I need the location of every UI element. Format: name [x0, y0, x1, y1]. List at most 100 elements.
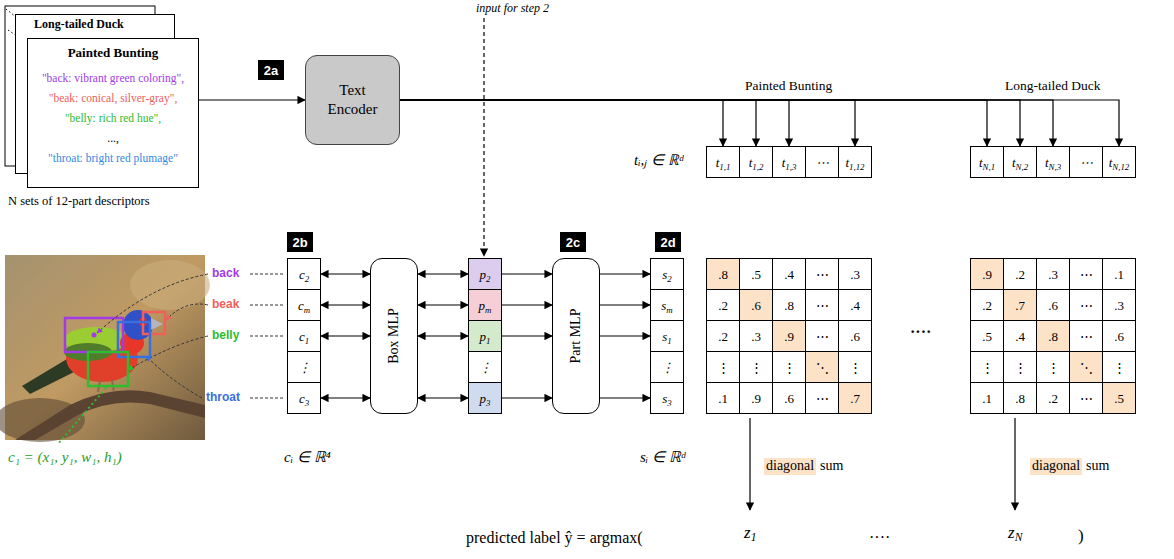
- matrix-cell: ⋮: [772, 351, 806, 383]
- matrix-cell: ⋯: [1069, 258, 1103, 290]
- encoder-box: Text Encoder: [305, 55, 400, 145]
- text-vector-cell: ⋯: [1069, 146, 1103, 178]
- part-query-cell-text: p3: [480, 392, 491, 405]
- symbol-subscript: 3: [667, 397, 671, 407]
- matrix-cell: .4: [1003, 320, 1037, 352]
- matrix-cell-text: .6: [1114, 330, 1124, 343]
- matrix-cell-text: .7: [850, 392, 860, 405]
- symbol-subscript: 3: [305, 397, 309, 407]
- part-name: throat: [206, 390, 240, 404]
- symbol-base: s: [662, 267, 667, 282]
- score-symbol: zN: [1008, 523, 1022, 543]
- matrix-cell: ⋱: [1069, 351, 1103, 383]
- matrix-cell-text: .2: [718, 299, 728, 312]
- formula-text: predicted label ŷ = argmax(: [466, 528, 643, 547]
- matrix-cell: .3: [1102, 289, 1136, 321]
- card-title: Painted Bunting: [31, 45, 195, 61]
- connector-arrow: [400, 100, 1119, 146]
- matrix-cell: ⋮: [706, 351, 740, 383]
- part-query-cell: p2: [468, 258, 502, 290]
- symbol-base: c: [299, 391, 305, 406]
- formula-text: ): [1078, 526, 1084, 546]
- text-vector-cell: t1,3: [772, 146, 806, 178]
- symbol-subscript: N: [1015, 531, 1023, 544]
- matrix-cell-text: .4: [1015, 330, 1025, 343]
- symbol-base: z: [1008, 523, 1015, 542]
- matrix-cell: .1: [706, 382, 740, 414]
- matrix-cell-text: ⋯: [816, 268, 829, 281]
- box-vector-cell: cm: [287, 289, 321, 321]
- symbol-base: t: [749, 155, 753, 170]
- symbol-base: t: [716, 155, 720, 170]
- step-badge: 2c: [560, 232, 586, 252]
- symbol-subscript: m: [304, 304, 310, 314]
- descriptor-text: "beak: conical, silver-gray",: [31, 88, 195, 108]
- symbol-base: c: [299, 329, 305, 344]
- text-vector-cell-text: t1,1: [716, 156, 731, 169]
- symbol-base: t: [1012, 155, 1016, 170]
- text-vector-cell: t1,12: [838, 146, 872, 178]
- symbol-base: t: [979, 155, 983, 170]
- matrix-cell: .6: [1036, 289, 1070, 321]
- matrix-cell-text: ⋮: [1113, 361, 1126, 374]
- matrix-cell: .3: [739, 320, 773, 352]
- part-query-cell-text: p2: [480, 268, 491, 281]
- connector-arrow: [418, 304, 468, 305]
- symbol-subscript: 2: [305, 273, 309, 283]
- c1-leader: [58, 388, 106, 444]
- matrix-cell-text: ⋮: [717, 361, 730, 374]
- descriptor-text: "belly: rich red hue",: [31, 108, 195, 128]
- connector-arrow: [321, 304, 370, 305]
- connector-arrow: [321, 273, 370, 274]
- box-vector-cell-text: ⋮: [298, 361, 311, 374]
- class-name: Long-tailed Duck: [1005, 78, 1101, 94]
- operation-label: diagonal: [1030, 458, 1082, 475]
- operation-label: sum: [1086, 458, 1109, 475]
- step-badge: 2d: [655, 232, 681, 252]
- step-badge-text: 2d: [660, 235, 675, 250]
- leader-line: [128, 336, 208, 370]
- matrix-cell-text: ⋮: [981, 361, 994, 374]
- descriptor-text: "throat: bright red plumage": [31, 148, 195, 168]
- connector-arrow: [502, 304, 552, 305]
- branch: [15, 390, 205, 440]
- leader-line: [166, 304, 208, 320]
- matrix-cell: .8: [706, 258, 740, 290]
- part-query-cell-text: ⋮: [479, 361, 492, 374]
- connector-arrow: [600, 397, 650, 398]
- matrix-cell: ⋯: [805, 382, 839, 414]
- text-vector-cell-text: ⋯: [816, 156, 829, 169]
- matrix-cell-text: .5: [1114, 392, 1124, 405]
- connector-arrow: [400, 100, 1053, 146]
- connector-arrow: [600, 273, 650, 274]
- step-badge-text: 2a: [264, 63, 278, 78]
- text-vector-cell: tN,3: [1036, 146, 1070, 178]
- part-query-cell: p1: [468, 320, 502, 352]
- symbol-subscript: N,3: [1049, 161, 1062, 171]
- matrix-cell-text: .3: [850, 268, 860, 281]
- matrix-cell: .6: [838, 320, 872, 352]
- matrix-cell-text: ⋮: [1047, 361, 1060, 374]
- input-note: input for step 2: [476, 1, 549, 15]
- symbol-subscript: 1,3: [785, 161, 796, 171]
- matrix-cell-text: .6: [1048, 299, 1058, 312]
- connector-arrow: [418, 397, 468, 398]
- matrix-cell: .1: [1102, 258, 1136, 290]
- connector-arrow: [199, 99, 305, 100]
- box-vector-cell-text: cm: [298, 299, 310, 312]
- matrix-cell-text: .9: [982, 268, 992, 281]
- part-query-cell-text: pm: [479, 299, 492, 312]
- step-badge: 2a: [258, 60, 284, 80]
- connector-arrow: [400, 100, 756, 146]
- part-name: belly: [212, 328, 239, 342]
- matrix-cell: .4: [772, 258, 806, 290]
- symbol-base: t: [1109, 155, 1113, 170]
- symbol-subscript: N,1: [983, 161, 996, 171]
- matrix-cell-text: .4: [850, 299, 860, 312]
- matrix-cell-text: .2: [1048, 392, 1058, 405]
- step-badge-text: 2b: [292, 235, 307, 250]
- text-vector-cell: ⋯: [805, 146, 839, 178]
- symbol-base: s: [661, 298, 666, 313]
- connector-arrow: [502, 273, 552, 274]
